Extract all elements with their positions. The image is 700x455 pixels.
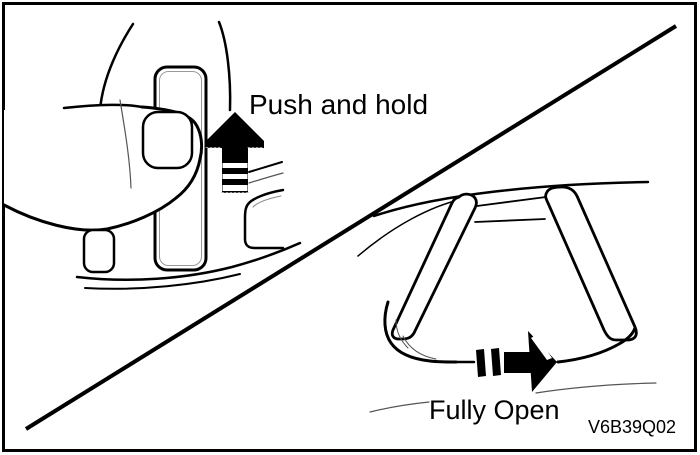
- push-and-hold-label: Push and hold: [249, 89, 429, 120]
- door-contour-lines: [75, 241, 302, 290]
- fully-open-label: Fully Open: [429, 395, 560, 425]
- roofline: [372, 180, 650, 218]
- up-arrow-icon: [205, 112, 265, 193]
- right-arrow-icon: [476, 331, 557, 392]
- fully-open-scene: [357, 180, 657, 413]
- figure-code: V6B39Q02: [588, 417, 677, 437]
- window-corner-inner-lines: [395, 319, 437, 360]
- body-hairline-right: [535, 382, 657, 394]
- window-top-bar: [474, 196, 547, 223]
- window-bottom-edge-right: [556, 326, 637, 364]
- door-handle-recess: [82, 228, 116, 274]
- bezel-right-arc: [217, 20, 232, 112]
- push-and-hold-scene: [2, 20, 302, 290]
- bezel-left-arc: [98, 22, 135, 112]
- fingernail: [141, 110, 194, 170]
- diagonal-divider: [24, 24, 678, 431]
- window-right-pillar: [544, 185, 638, 342]
- window-corner: [383, 300, 458, 364]
- door-pocket-lines: [243, 161, 285, 250]
- body-hairline-left: [369, 401, 430, 413]
- vent-window: [383, 185, 638, 364]
- finger-crease: [119, 99, 132, 189]
- finger: [2, 99, 204, 232]
- window-left-pillar: [390, 192, 478, 341]
